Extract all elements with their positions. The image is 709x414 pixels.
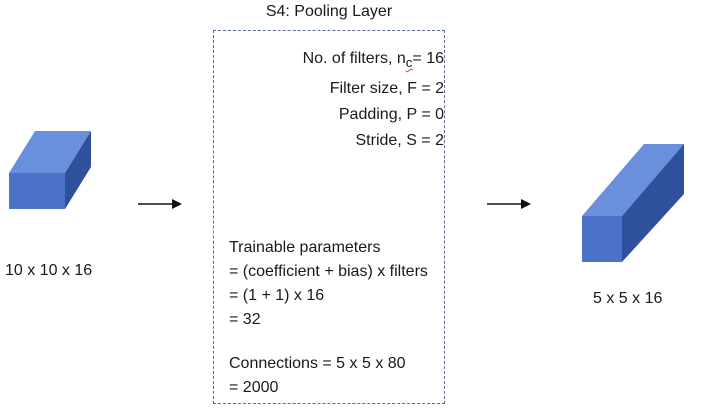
connections-line: = 2000: [229, 379, 279, 396]
filters-count-suffix: = 16: [412, 50, 444, 67]
input-volume-front: [9, 173, 65, 209]
output-dims-label: 5 x 5 x 16: [593, 290, 663, 307]
filter-size: Filter size, F = 2: [329, 80, 444, 98]
input-volume-top: [9, 131, 91, 173]
layer-calculations: Trainable parameters = (coefficient + bi…: [229, 236, 428, 400]
trainable-line: = (coefficient + bias) x filters: [229, 263, 428, 280]
layer-params: No. of filters, nc= 16 Filter size, F = …: [303, 46, 444, 154]
output-volume-front: [582, 216, 622, 262]
input-dims-label: 10 x 10 x 16: [5, 262, 93, 279]
padding: Padding, P = 0: [338, 106, 444, 124]
layer-panel: [213, 30, 445, 404]
trainable-line: Trainable parameters: [229, 239, 381, 256]
output-volume-side: [622, 144, 684, 262]
arrow-right-icon: [487, 199, 531, 209]
output-volume-top: [582, 144, 684, 216]
layer-title: S4: Pooling Layer: [265, 3, 393, 20]
input-volume-shape: [9, 131, 91, 209]
arrow-right-icon: [138, 199, 182, 209]
connections-line: Connections = 5 x 5 x 80: [229, 355, 406, 372]
filters-count-subscript: c: [405, 55, 413, 71]
filters-count: No. of filters, nc= 16: [303, 46, 444, 76]
input-volume-side: [65, 131, 91, 209]
trainable-line: = 32: [229, 311, 261, 328]
filters-count-prefix: No. of filters, n: [302, 50, 406, 67]
trainable-line: = (1 + 1) x 16: [229, 287, 325, 304]
output-volume-shape: [582, 144, 684, 262]
stride: Stride, S = 2: [355, 132, 445, 150]
